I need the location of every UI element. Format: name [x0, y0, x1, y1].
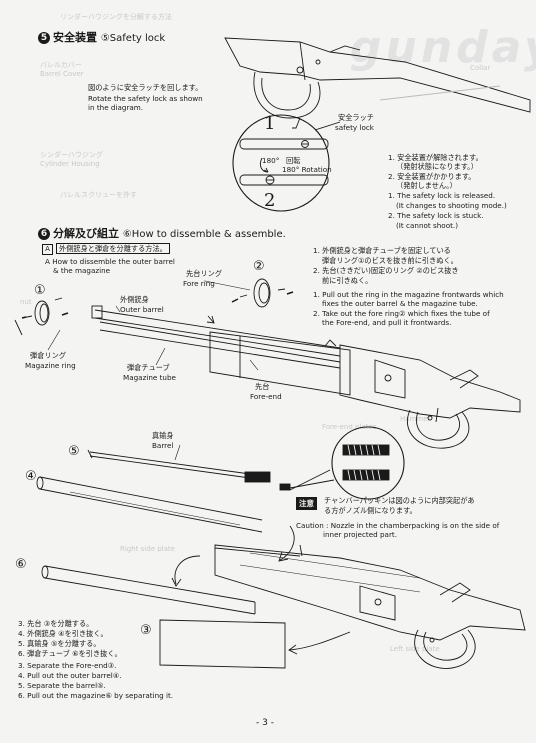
magazine-tube-label-en: Magazine tube [123, 373, 176, 382]
instruction-4: 前に引きぬく。 [322, 276, 373, 285]
rifle-receiver-top [224, 37, 531, 129]
safety-note-3: 2. 安全装置がかかります。 [388, 172, 476, 181]
safety-magnifier [232, 114, 341, 212]
magazine-tube [41, 565, 256, 615]
section6-title-en: ⑥How to dissemble & assemble. [122, 229, 286, 240]
magazine-tube-label-jp: 弾倉チューブ [127, 363, 170, 372]
callout-5: ⑤ [68, 444, 80, 459]
instruction-7: 2. Take out the fore ring② which fixes t… [313, 309, 490, 318]
ghost-text: Right side plate [120, 545, 175, 553]
safety-note-4: （発射しません。） [396, 181, 457, 190]
section5-number: 5 [38, 32, 50, 44]
safety-note-2: （発射状態になります。） [396, 162, 478, 171]
position-mark-2: 2 [264, 190, 276, 211]
callout-3: ③ [140, 623, 152, 638]
fore-end-label-jp: 先台 [255, 382, 270, 391]
magazine-ring-label-en: Magazine ring [25, 361, 76, 370]
instruction-8: the Fore-end, and pull it frontwards. [322, 318, 452, 327]
ghost-text: nut [20, 298, 32, 306]
section6-number: 6 [38, 228, 50, 240]
ghost-text: Hammer [400, 415, 431, 423]
subsection-a-jp: 外側銃身と弾倉を分離する方法。 [56, 243, 170, 254]
magazine-ring-label-jp: 弾倉リング [30, 351, 66, 360]
rifle-main [91, 305, 521, 449]
barrel-label-jp: 真鍮身 [152, 431, 174, 440]
rotation-en: 180° Rotation [282, 165, 332, 174]
fore-end-piece [159, 619, 286, 669]
rotation-degree: 180° [262, 156, 280, 165]
ghost-text: Cylinder Housing [40, 160, 100, 168]
step-en-5: 5. Separate the barrel⑤. [18, 681, 106, 690]
page-number: - 3 - [256, 718, 274, 728]
caution-jp2: る方がノズル側になります。 [324, 506, 417, 515]
fore-ring [239, 278, 286, 308]
section5-title-en: ⑤Safety lock [100, 33, 166, 44]
step-jp-4: 4. 外側銃身 ④を引き抜く。 [18, 629, 108, 638]
step-en-4: 4. Pull out the outer barrel④. [18, 671, 122, 680]
safety-note-5: 1. The safety lock is released. [388, 191, 496, 200]
fore-ring-label-en: Fore ring [183, 279, 215, 288]
subsection-a-box: A [42, 244, 53, 255]
ghost-text: Fore-end plates [322, 423, 377, 431]
ghost-text: リンダーハウジングを分解する方法 [60, 13, 172, 21]
instruction-2: 弾倉リング①のビスを抜き前に引きぬく。 [322, 256, 458, 265]
fore-end-label-en: Fore-end [250, 392, 282, 401]
watermark: gunday [350, 22, 536, 73]
step-jp-5: 5. 真鍮身 ⑤を分離する。 [18, 639, 101, 648]
ghost-text: バレルカバー [40, 61, 82, 69]
caution-badge: 注意 [296, 497, 317, 510]
step-jp-6: 6. 弾倉チューブ ⑥を引き抜く。 [18, 649, 122, 658]
safety-note-8: (It cannot shoot.) [396, 221, 458, 230]
barrel-label-en: Barrel [152, 441, 174, 450]
magazine-ring [21, 297, 63, 326]
ghost-text: バレルスクリューを外す [60, 191, 137, 199]
callout-2: ② [253, 259, 265, 274]
position-mark-1: 1 [264, 113, 276, 134]
instruction-5: 1. Pull out the ring in the magazine fro… [313, 290, 504, 299]
safety-note-1: 1. 安全装置が解除されます。 [388, 153, 483, 162]
outer-barrel-label-en: Outer barrel [120, 305, 164, 314]
ghost-text: シンダーハウジング [40, 151, 103, 159]
caution-en1: Caution : Nozzle in the chamberpacking i… [296, 521, 500, 530]
ghost-text: Collar [470, 64, 491, 72]
step-jp-3: 3. 先台 ③を分離する。 [18, 619, 94, 628]
arrows [14, 315, 351, 655]
ghost-text: Barrel Cover [40, 70, 84, 78]
caution-en2: inner projected part. [323, 530, 398, 539]
step-en-3: 3. Separate the Fore-end③. [18, 661, 117, 670]
callout-4: ④ [25, 469, 37, 484]
section5-desc-en1: Rotate the safety lock as shown [88, 94, 203, 103]
callout-1: ① [34, 283, 46, 298]
rifle-lower [214, 544, 526, 669]
step-en-6: 6. Pull out the magazine⑥ by separating … [18, 691, 174, 700]
outer-barrel-label-jp: 外側銃身 [120, 295, 149, 304]
section6-title-jp: 分解及び組立 [53, 227, 119, 240]
safety-latch-label-jp: 安全ラッチ [338, 113, 374, 122]
safety-note-6: (It changes to shooting mode.) [396, 201, 507, 210]
caution-jp1: チャンバーパッキンは図のように内部突起があ [324, 496, 475, 505]
instruction-6: fixes the outer barrel & the magazine tu… [322, 299, 478, 308]
section5-desc-jp: 図のように安全ラッチを回します。 [88, 83, 203, 92]
section5-desc-en2: in the diagram. [88, 103, 144, 112]
ghost-text: Left side plate [390, 645, 440, 653]
safety-latch-label-en: safety lock [335, 123, 374, 132]
fore-ring-label-jp: 先台リング [186, 269, 222, 278]
inner-barrel [87, 444, 291, 491]
rotation-jp: 回転 [286, 156, 301, 165]
callout-6: ⑥ [15, 557, 27, 572]
instruction-3: 2. 先台(さきだい)固定のリング ②のビス抜き [313, 266, 459, 275]
safety-note-7: 2. The safety lock is stuck. [388, 211, 484, 220]
instruction-1: 1. 外側銃身と弾倉チューブを固定している [313, 246, 451, 255]
subsection-a-en1: A How to dissemble the outer barrel [45, 257, 175, 266]
subsection-a-en2: & the magazine [53, 266, 111, 275]
chamber-packing-zoom [289, 426, 405, 500]
outer-barrel [36, 476, 263, 533]
section5-title-jp: 安全装置 [53, 31, 97, 44]
